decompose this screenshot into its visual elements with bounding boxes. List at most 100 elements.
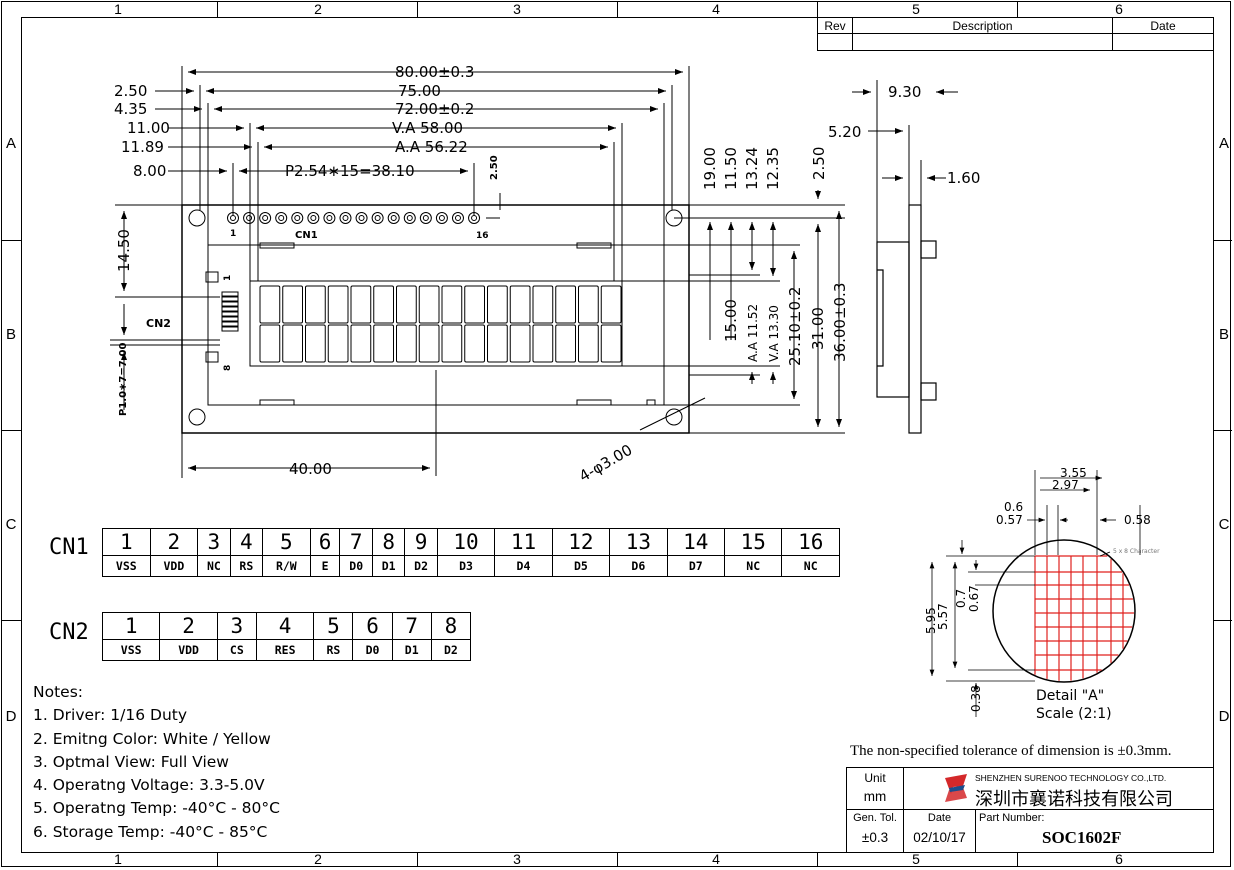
cn1-pin [403, 212, 416, 224]
pin-signal-cell: VDD [159, 639, 218, 661]
company-name-en: SHENZHEN SURENOO TECHNOLOGY CO.,LTD. [975, 773, 1167, 783]
detail-dim-0-67: 0.67 [967, 585, 981, 612]
dim-cn2-pitch: P1.0∗7=7.00 [118, 343, 129, 416]
cn1-pin [243, 212, 256, 224]
col-3-bottom: 3 [513, 851, 521, 867]
pin-signal-cell: NC [724, 555, 783, 577]
character-cell [259, 324, 281, 363]
detail-dim-5-57: 5.57 [936, 603, 950, 630]
dim-right-12-35: 12.35 [764, 147, 782, 190]
note-item: 1. Driver: 1/16 Duty [33, 706, 188, 725]
side-dim-1-60: 1.60 [947, 169, 980, 187]
detail-scale: Scale (2:1) [1036, 706, 1112, 722]
date-value: 02/10/17 [913, 830, 966, 845]
character-cell [464, 285, 485, 324]
cn1-pin [371, 212, 384, 224]
character-cell [373, 324, 394, 363]
note-item: 4. Operatng Voltage: 3.3-5.0V [33, 776, 265, 795]
note-item: 2. Emitng Color: White / Yellow [33, 729, 271, 748]
character-cell [578, 285, 599, 324]
character-cell [327, 324, 349, 363]
pin-number-cell: 2 [159, 612, 218, 640]
note-item: 5. Operatng Temp: -40°C - 80°C [33, 799, 280, 818]
cn2-table-label: CN2 [49, 620, 89, 645]
pin-number-cell: 5 [313, 612, 354, 640]
unit-value: mm [863, 789, 887, 804]
cn1-pin-hole [438, 215, 445, 221]
side-dim-5-20: 5.20 [828, 123, 861, 141]
cn1-pin [451, 212, 464, 224]
character-cells [259, 285, 622, 363]
pin-signal-cell: D0 [339, 555, 373, 577]
pin-number-cell: 1 [101, 612, 161, 640]
pin-signal-cell: E [309, 555, 341, 577]
pin-number-cell: 4 [255, 612, 315, 640]
pin-signal-cell: D4 [494, 555, 553, 577]
col-6-top: 6 [1115, 1, 1123, 17]
gen-tol-value: ±0.3 [861, 830, 889, 845]
character-cell [259, 285, 281, 324]
pin-signal-cell: D0 [352, 639, 393, 661]
side-pin [920, 382, 937, 401]
col-3-top: 3 [513, 1, 521, 17]
date-header: Date [1150, 19, 1176, 33]
dim-small-2-50: 2.50 [489, 155, 500, 180]
detail-dim-3-55: 3.55 [1060, 466, 1087, 480]
cn1-pin-hole [471, 215, 478, 221]
side-module [876, 241, 910, 398]
pin-number-cell: 7 [339, 528, 373, 556]
bezel-tab [259, 399, 295, 406]
part-number-value: SOC1602F [1042, 828, 1122, 847]
character-cell [350, 285, 372, 324]
cn1-pin16-label: 16 [476, 231, 489, 241]
col-6-bottom: 6 [1115, 851, 1123, 867]
character-cell [441, 285, 463, 324]
dim-aa-width: A.A 56.22 [395, 138, 468, 156]
pin-signal-cell: NC [781, 555, 840, 577]
cn2-board-label: CN2 [146, 317, 171, 330]
cn1-pin-hole [230, 215, 236, 221]
part-number-label: Part Number: [979, 812, 1045, 824]
character-cell [350, 324, 372, 363]
cn2-pin1-label: 1 [223, 275, 233, 281]
character-cell [600, 285, 622, 324]
dim-bezel-width: 72.00±0.2 [395, 100, 474, 118]
cn1-pin-hole [262, 215, 269, 221]
row-d-left: D [5, 708, 17, 725]
viewing-area [249, 280, 623, 367]
bezel-tab [646, 399, 656, 406]
pin-number-cell: 10 [436, 528, 496, 556]
col-4-top: 4 [712, 1, 720, 17]
cn2-pins [221, 291, 239, 332]
row-a-right: A [1218, 135, 1229, 152]
cn1-pin-hole [342, 215, 349, 221]
pin-number-cell: 1 [102, 528, 151, 556]
cn1-pin [339, 212, 352, 224]
dim-bezel-height: 25.10±0.2 [786, 287, 804, 366]
cn1-table-label: CN1 [49, 535, 89, 560]
cn1-pin-hole [406, 215, 413, 221]
pin-signal-cell: D6 [609, 555, 668, 577]
character-cell [396, 324, 417, 363]
char-matrix-label: 5 x 8 Character [1113, 548, 1160, 555]
bezel-tab [576, 242, 612, 249]
company-name-cn: 深圳市襄诺科技有限公司 [975, 789, 1173, 810]
pin-signal-cell: RS [313, 639, 354, 661]
pin-number-cell: 8 [430, 612, 472, 640]
pin-signal-cell: D5 [551, 555, 611, 577]
pin-signal-cell: D3 [436, 555, 496, 577]
dim-pin-pitch: P2.54∗15=38.10 [285, 162, 415, 180]
dim-40: 40.00 [289, 460, 332, 478]
character-cell [305, 285, 326, 324]
character-cell [578, 324, 599, 363]
character-cell [418, 285, 440, 324]
notes-block: Notes: 1. Driver: 1/16 Duty 2. Emitng Co… [33, 681, 280, 844]
detail-dim-0-6: 0.6 [1004, 500, 1023, 514]
cn1-pin-hole [454, 215, 461, 221]
col-5-top: 5 [912, 1, 920, 17]
character-cell [600, 324, 622, 363]
row-c-right: C [1218, 516, 1230, 533]
mounting-hole-bl [188, 408, 206, 426]
